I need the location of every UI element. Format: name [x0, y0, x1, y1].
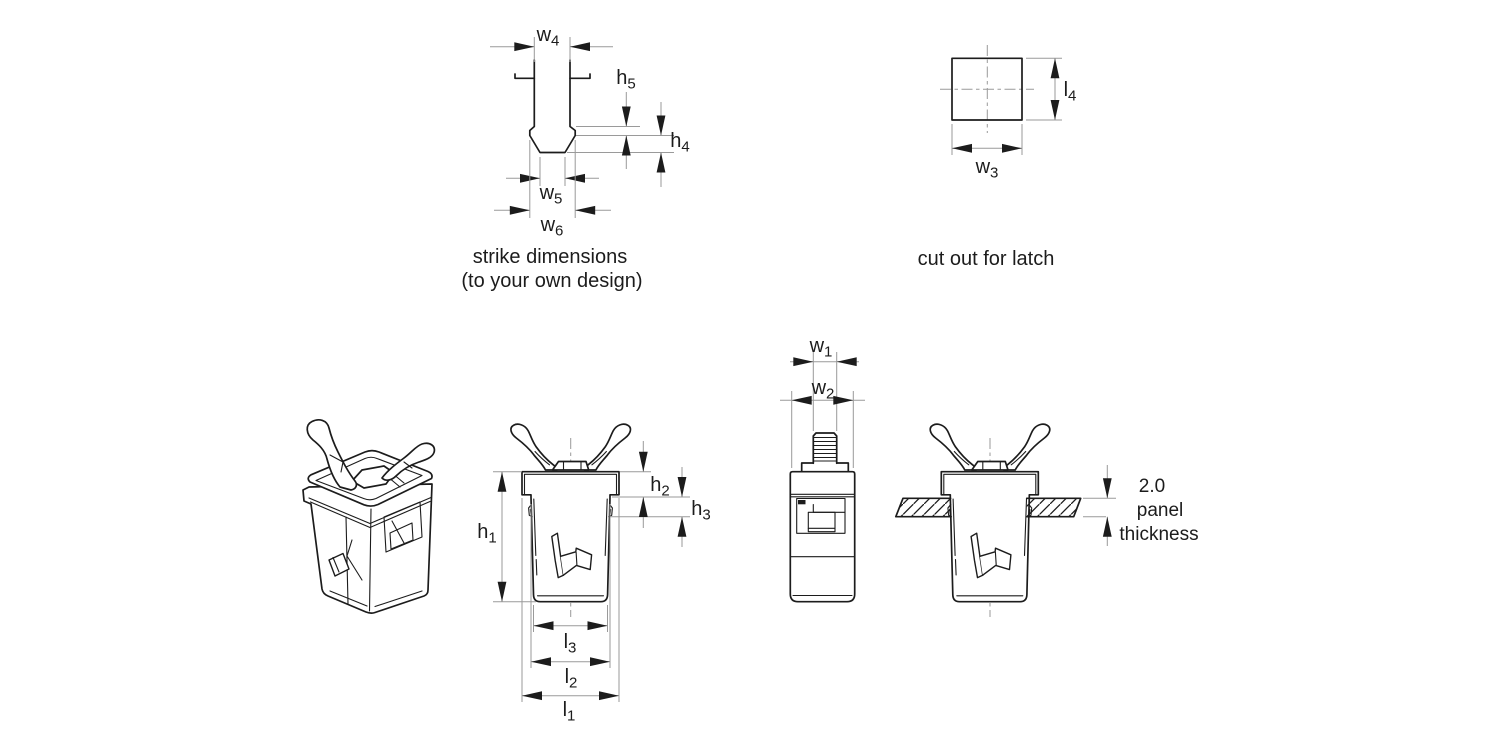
- strike-profile-view: w4 h5 h4 w5 w6 strike dimensions (to you…: [461, 24, 689, 292]
- iso-wing-right: [381, 442, 436, 482]
- dim-label-w5: w5: [539, 182, 563, 208]
- strike-plate-edges: [514, 73, 591, 80]
- panel-section-right: [1025, 497, 1082, 518]
- side-collar: [800, 462, 850, 473]
- iso-wing-left: [306, 419, 358, 491]
- dim-label-w4: w4: [536, 24, 560, 50]
- dim-label-h4: h4: [670, 130, 689, 156]
- side-tab: [807, 511, 836, 533]
- panel-thickness-word1: panel: [1137, 500, 1184, 521]
- iso-body: [302, 483, 433, 614]
- cutout-square: [951, 57, 1023, 121]
- dim-label-l1: l1: [563, 699, 576, 725]
- strike-caption-line1: strike dimensions: [473, 246, 628, 268]
- isometric-latch-view: [302, 419, 436, 614]
- panel-thickness-value: 2.0: [1139, 476, 1165, 497]
- dim-label-l3: l3: [564, 631, 577, 657]
- latch-front-view: [510, 423, 632, 618]
- side-window: [796, 497, 846, 534]
- side-view: w1 w2: [780, 335, 865, 603]
- side-spring-edge: [798, 500, 806, 505]
- dim-label-l4: l4: [1064, 79, 1077, 105]
- dim-label-h2: h2: [650, 474, 669, 500]
- dim-label-h3: h3: [691, 498, 710, 524]
- side-body: [789, 470, 856, 603]
- dim-label-h5: h5: [616, 67, 635, 93]
- dim-label-w1: w1: [809, 335, 833, 361]
- front-view: h1 h2 h3 l3 l2 l1: [477, 423, 711, 725]
- cutout-caption: cut out for latch: [918, 248, 1055, 270]
- dim-label-w6: w6: [540, 214, 564, 240]
- panel-mounted-view: 2.0 panel thickness: [894, 423, 1199, 618]
- panel-section-left: [894, 497, 952, 518]
- iso-window: [383, 501, 423, 553]
- side-stem: [812, 432, 838, 465]
- dim-label-h1: h1: [477, 521, 496, 547]
- strike-tongue: [528, 59, 577, 154]
- panel-thickness-word2: thickness: [1119, 524, 1198, 545]
- strike-caption-line2: (to your own design): [461, 270, 642, 292]
- cutout-view: l4 w3 cut out for latch: [918, 45, 1077, 270]
- dim-label-l2: l2: [565, 666, 578, 692]
- latch-front-view-mounted: [929, 423, 1051, 618]
- dim-label-w3: w3: [975, 156, 999, 182]
- dim-label-w2: w2: [811, 377, 835, 403]
